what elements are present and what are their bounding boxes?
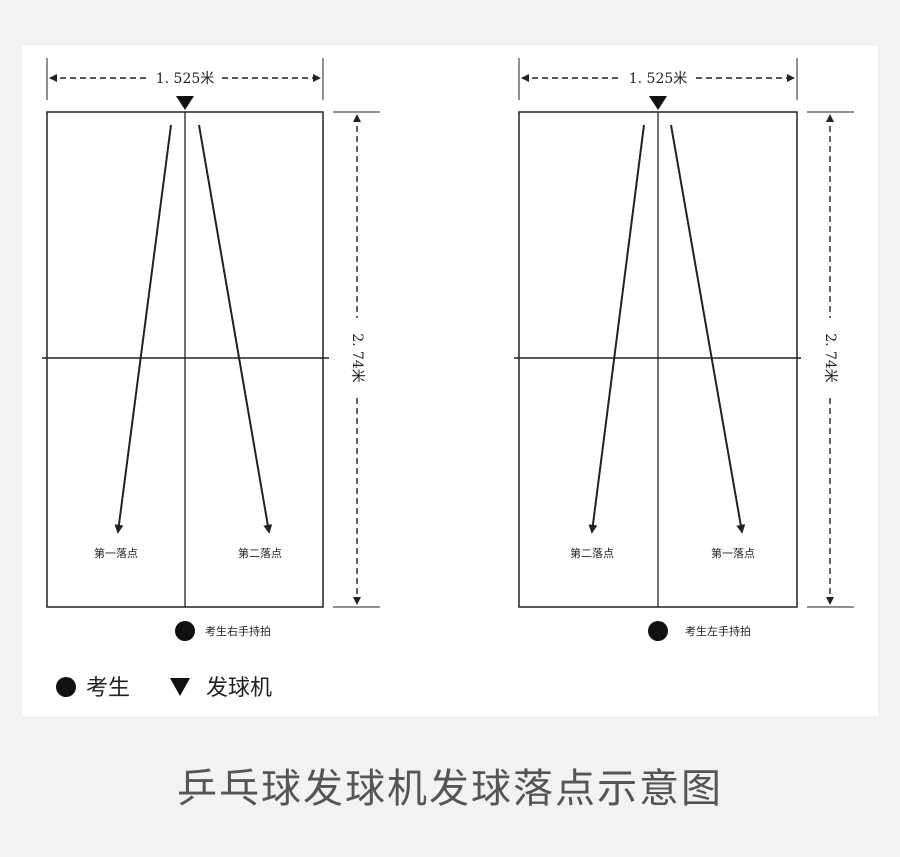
- trajectory-arrow-left: [588, 124, 645, 534]
- player-icon: [175, 621, 195, 641]
- width-dim-arrow-left: [521, 74, 529, 82]
- length-dim-arrow-bottom: [353, 597, 361, 605]
- legend-machine-icon: [170, 678, 190, 696]
- width-label: 1. 525米: [156, 71, 215, 87]
- table-diagram-left-handed: 1. 525米 第二落点 第一落点 2. 74米 考生左手持拍: [514, 58, 854, 641]
- length-dim-arrow-top: [826, 114, 834, 122]
- length-dim-arrow-top: [353, 114, 361, 122]
- legend-player-icon: [56, 677, 76, 697]
- width-dim-arrow-right: [313, 74, 321, 82]
- length-dim-arrow-bottom: [826, 597, 834, 605]
- figure-caption: 乒乓球发球机发球落点示意图: [177, 766, 723, 812]
- trajectory-arrow-right: [198, 124, 273, 534]
- table-diagram-right-handed: 1. 525米 第一落点 第二落点 2. 74米 考生右手持拍: [42, 58, 380, 641]
- legend-player-label: 考生: [86, 676, 130, 701]
- landing-label-left: 第二落点: [570, 546, 614, 560]
- landing-label-left: 第一落点: [94, 546, 138, 560]
- player-label: 考生右手持拍: [205, 624, 271, 638]
- trajectory-arrow-left: [114, 124, 172, 534]
- length-label: 2. 74米: [349, 333, 365, 383]
- trajectory-arrow-right: [670, 124, 746, 534]
- width-label: 1. 525米: [629, 71, 688, 87]
- width-dim-arrow-right: [787, 74, 795, 82]
- serving-machine-icon: [649, 96, 667, 110]
- legend: 考生 发球机: [56, 676, 272, 701]
- landing-label-right: 第一落点: [711, 546, 755, 560]
- landing-label-right: 第二落点: [238, 546, 282, 560]
- legend-machine-label: 发球机: [206, 676, 272, 701]
- width-dim-arrow-left: [49, 74, 57, 82]
- player-label: 考生左手持拍: [685, 624, 751, 638]
- player-icon: [648, 621, 668, 641]
- serving-machine-icon: [176, 96, 194, 110]
- length-label: 2. 74米: [822, 333, 838, 383]
- figure-panel: [22, 46, 878, 716]
